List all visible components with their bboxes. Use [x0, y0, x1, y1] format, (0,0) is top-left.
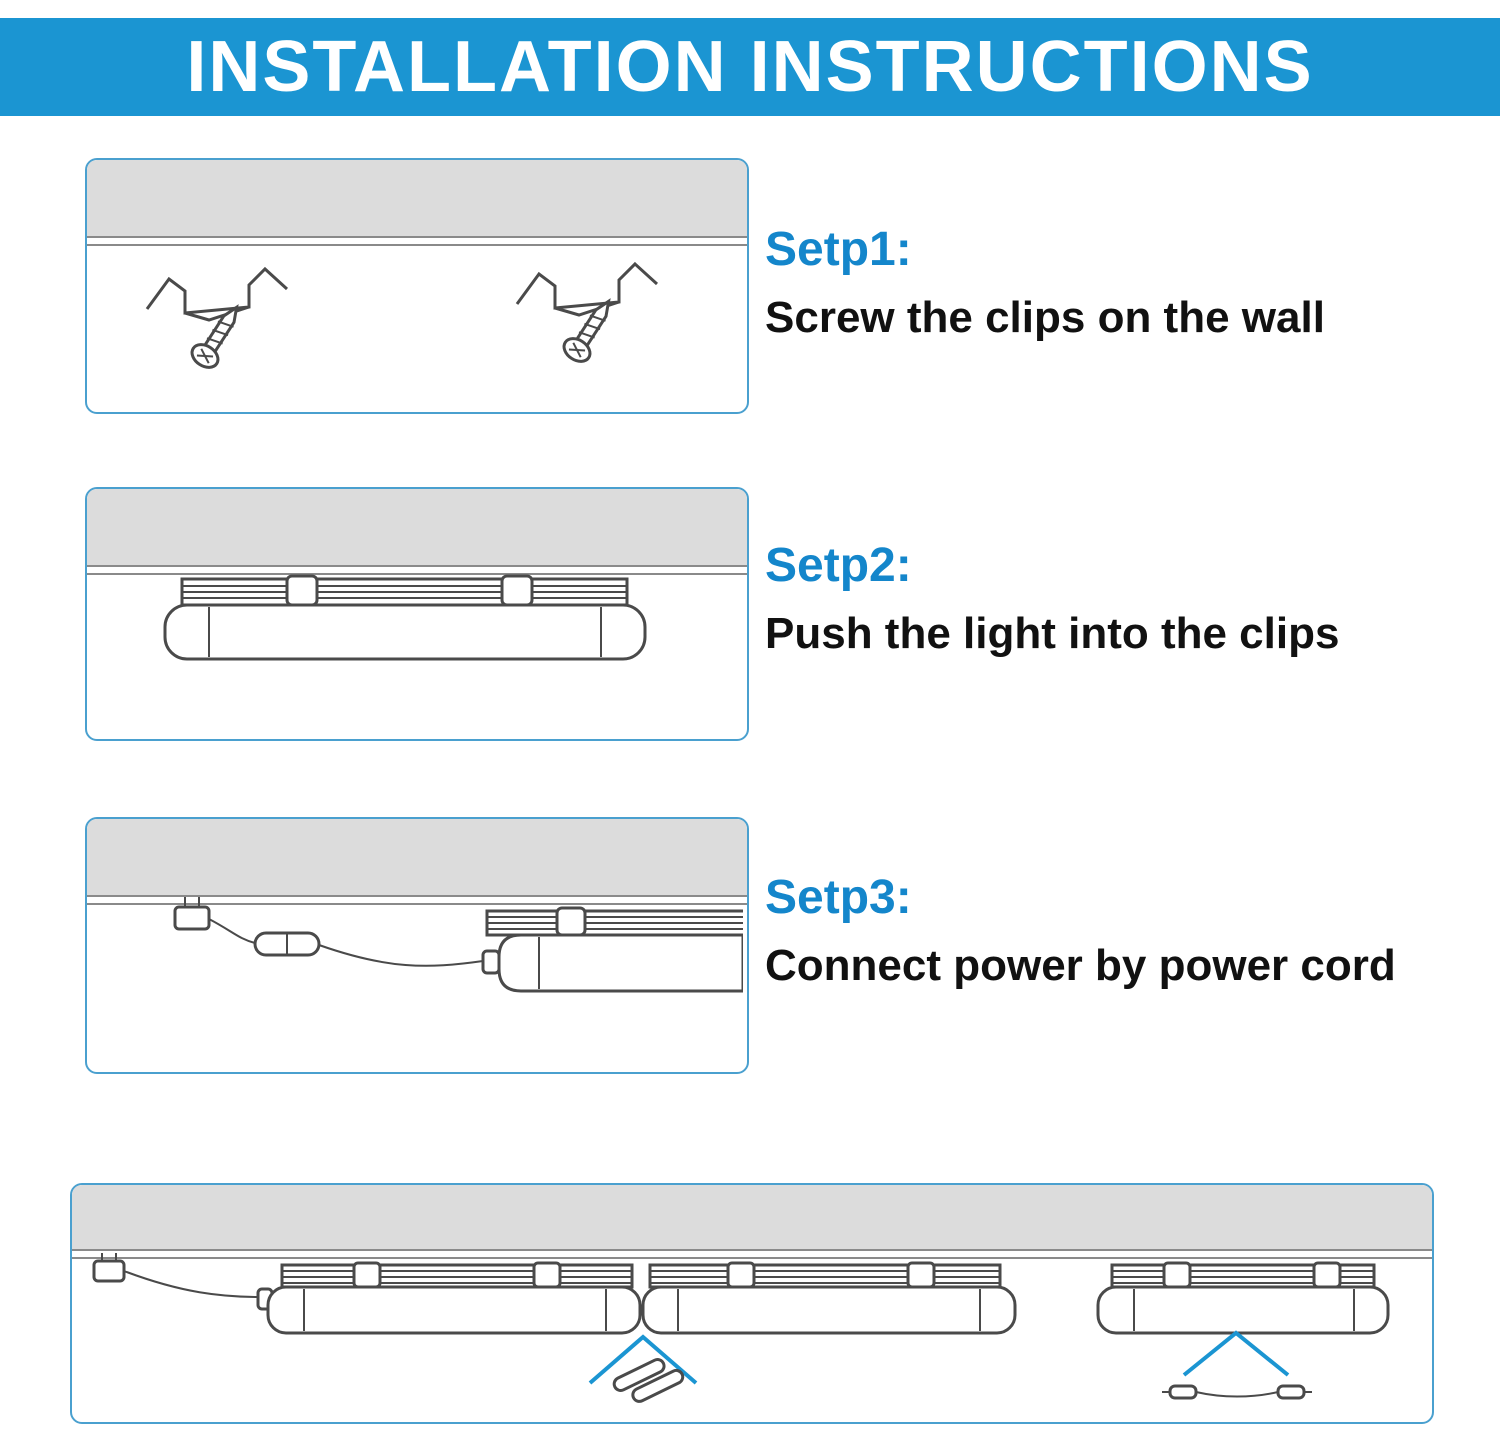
screw-left-icon [190, 304, 239, 369]
seam-connector-icon [612, 1358, 685, 1403]
clip-tab-icon [352, 1261, 382, 1289]
wall-band [87, 819, 747, 897]
wall-edge-line [87, 573, 747, 575]
mounting-clip-left-icon [145, 266, 289, 322]
mounting-clip-right-icon [515, 261, 659, 317]
step1-panel [85, 158, 749, 414]
power-plug-icon [173, 905, 211, 931]
diffuser-tube [1096, 1285, 1390, 1335]
step3-diagram [173, 897, 743, 993]
light-fixture-3 [1096, 1261, 1390, 1335]
wall-edge-line [72, 1257, 1432, 1259]
diffuser-tube [497, 933, 743, 993]
chevron-marker-left [588, 1334, 698, 1385]
page-title: INSTALLATION INSTRUCTIONS [186, 27, 1314, 107]
wall-band [72, 1185, 1432, 1251]
clip-tab-icon [726, 1261, 756, 1289]
diffuser-tube [163, 603, 647, 661]
power-cord [92, 1253, 274, 1311]
step2-text: Setp2: Push the light into the clips [765, 538, 1485, 659]
clip-tab-icon [555, 906, 587, 937]
step3-panel [85, 817, 749, 1074]
light-fixture-2 [641, 1261, 1017, 1335]
fixture-end-socket [481, 949, 501, 975]
clip-tab-icon [285, 574, 319, 607]
step1-text: Setp1: Screw the clips on the wall [765, 222, 1485, 343]
linked-lights-panel [70, 1183, 1434, 1424]
step2-description: Push the light into the clips [765, 609, 1340, 658]
clip-tab-icon [500, 574, 534, 607]
linked-lights-diagram [92, 1253, 1390, 1403]
step2-diagram [163, 574, 647, 661]
clip-tab-icon [1312, 1261, 1342, 1289]
step1-label: Setp1: [765, 223, 912, 276]
wall-edge-line [87, 903, 747, 905]
step2-panel [85, 487, 749, 741]
step3-text: Setp3: Connect power by power cord [765, 870, 1485, 991]
diffuser-tube [266, 1285, 642, 1335]
wall-edge-line [87, 244, 747, 246]
light-fixture-1 [266, 1261, 642, 1335]
light-fixture [481, 906, 743, 993]
cable-connector-icon [1162, 1384, 1312, 1400]
wall-band [87, 160, 747, 238]
clip-tab-icon [906, 1261, 936, 1289]
diffuser-tube [641, 1285, 1017, 1335]
chevron-marker-right [1182, 1330, 1290, 1377]
clip-tab-icon [1162, 1261, 1192, 1289]
screw-right-icon [562, 298, 611, 363]
wall-band [87, 489, 747, 567]
step2-label: Setp2: [765, 539, 912, 592]
power-cord [173, 897, 484, 967]
step3-label: Setp3: [765, 871, 912, 924]
clip-tab-icon [532, 1261, 562, 1289]
page-header: INSTALLATION INSTRUCTIONS [0, 18, 1500, 116]
step1-description: Screw the clips on the wall [765, 293, 1325, 342]
step3-description: Connect power by power cord [765, 941, 1396, 990]
light-fixture [163, 574, 647, 661]
power-plug-icon [92, 1259, 126, 1283]
step1-diagram [145, 261, 659, 369]
